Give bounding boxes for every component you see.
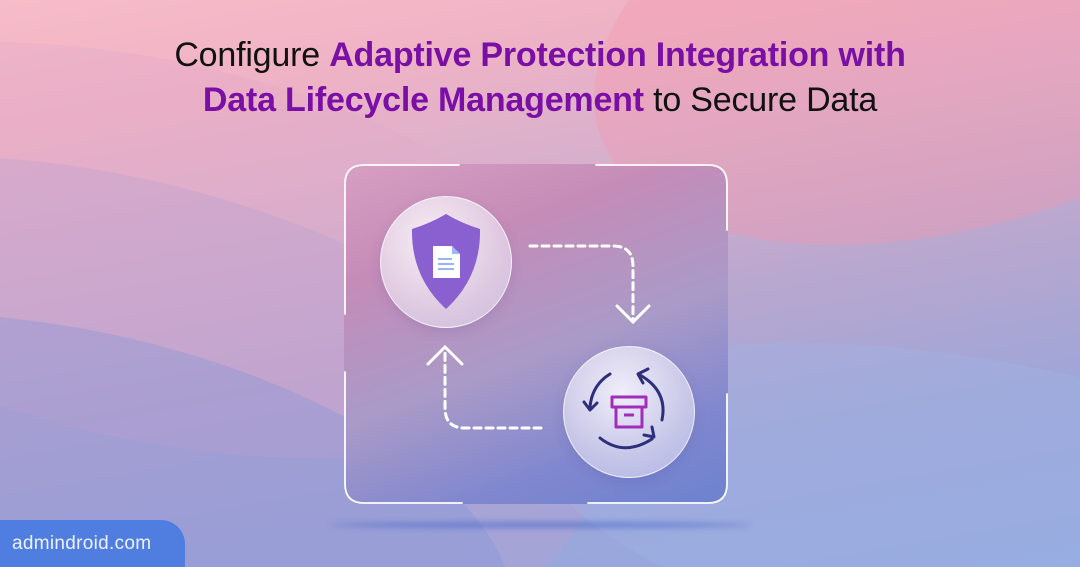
arrowhead-down-icon [615, 304, 651, 325]
dashed-arrow-down [528, 244, 635, 322]
brand-url-badge[interactable]: admindroid.com [0, 520, 185, 567]
shield-document-icon [411, 214, 481, 309]
brand-url[interactable]: admindroid.com [12, 533, 152, 554]
shield-document-badge [380, 196, 512, 328]
arrowhead-up-icon [426, 344, 464, 366]
frame-shadow [330, 522, 750, 528]
title-line-2: Data Lifecycle Management to Secure Data [0, 78, 1080, 123]
title-plain: to Secure Data [643, 81, 878, 119]
title-line-1: Configure Adaptive Protection Integratio… [0, 33, 1080, 78]
dashed-arrow-up [443, 348, 543, 430]
title-highlight: Data Lifecycle Management [202, 81, 644, 119]
archive-cycle-icon [582, 367, 665, 450]
banner-title: Configure Adaptive Protection Integratio… [0, 33, 1080, 123]
title-highlight: Adaptive Protection Integration with [329, 36, 906, 74]
title-plain: Configure [174, 36, 330, 74]
archive-cycle-badge [563, 346, 695, 478]
